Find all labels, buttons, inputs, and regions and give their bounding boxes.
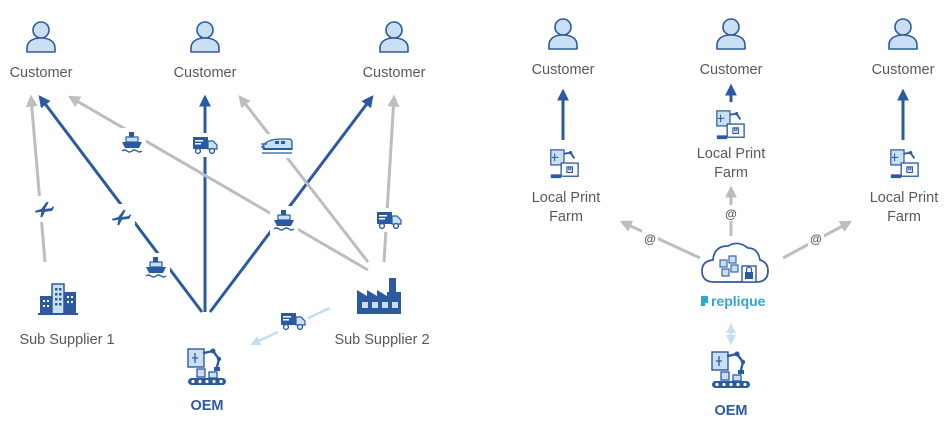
print-farm-left: Local Print Farm [532,148,601,225]
left-customer-1: Customer [10,21,73,81]
customer-label: Customer [174,65,237,81]
print-farm-label-line2: Farm [549,209,583,225]
transport-icons [30,128,404,333]
cloud-icon [701,242,769,283]
robot-arm-icon [186,347,228,387]
user-icon [716,18,746,50]
print-farm-icon [715,109,746,141]
print-farm-icon [549,148,580,180]
print-farm-center: Local Print Farm [697,109,766,181]
print-farm-label-line2: Farm [887,209,921,225]
at-symbol: @ [644,232,656,246]
brand-name: replique [711,293,766,309]
customer-label: Customer [872,62,935,78]
right-customer-1: Customer [532,18,595,78]
replique-cloud: replique [701,242,769,309]
right-customer-2: Customer [700,18,763,78]
arrow-sub1-to-customer1 [25,94,47,263]
left-customer-3: Customer [363,21,426,81]
left-customer-2: Customer [174,21,237,81]
print-farm-label-line1: Local Print [532,190,601,206]
sub-supplier-1-label: Sub Supplier 1 [19,332,114,348]
right-customer-3: Customer [872,18,935,78]
replique-logo: replique [701,293,766,309]
user-icon [888,18,918,50]
at-symbol: @ [725,207,737,221]
building-icon [38,283,78,315]
oem-label: OEM [714,403,747,419]
customer-label: Customer [532,62,595,78]
sub-supplier-1: Sub Supplier 1 [19,283,115,348]
print-farm-label-line2: Farm [714,165,748,181]
left-oem: OEM [186,347,228,414]
sub-supplier-2-label: Sub Supplier 2 [334,332,429,348]
right-oem: OEM [710,350,752,419]
print-farm-label-line1: Local Print [697,146,766,162]
replique-logo-mark [701,296,708,306]
oem-label: OEM [190,398,223,414]
at-symbol: @ [810,232,822,246]
sub-supplier-2: Sub Supplier 2 [334,278,430,348]
customer-label: Customer [700,62,763,78]
print-farm-right: Local Print Farm [870,148,939,225]
arrow-oem-to-customer3 [208,95,374,313]
user-icon [548,18,578,50]
arrow-sub2-to-customer2 [238,95,370,263]
print-farm-icon [889,148,920,180]
left-arrows [25,94,400,346]
user-icon [190,21,220,53]
arrow-cloud-to-farm-left [619,220,701,260]
factory-icon [357,278,401,314]
print-farm-label-line1: Local Print [870,190,939,206]
arrow-sub2-to-customer1 [67,95,369,272]
user-icon [379,21,409,53]
arrow-sub2-to-customer3 [382,94,400,263]
customer-label: Customer [10,65,73,81]
robot-arm-icon [710,350,752,390]
customer-label: Customer [363,65,426,81]
user-icon [26,21,56,53]
